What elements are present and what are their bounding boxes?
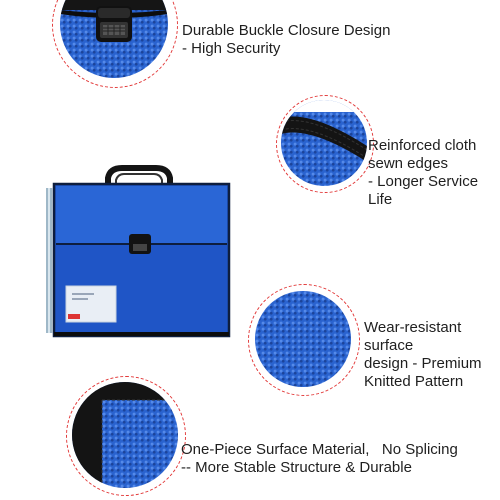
corner-closeup [72,382,178,488]
corner-edge-icon [72,382,178,488]
feature-1-title: Durable Buckle Closure Design [182,22,391,39]
buckle-icon [60,0,168,42]
feature-4-detail: -- More Stable Structure & Durable [181,459,412,476]
stitched-edge-icon [281,100,367,162]
corner-closeup-ring [66,376,186,496]
expanding-file-folder-icon [46,165,231,338]
expanding-file-folder [38,148,243,348]
feature-2-title: Reinforced cloth sewn edges [368,137,477,172]
buckle-closeup [60,0,168,78]
edge-closeup [281,100,367,186]
texture-closeup [255,291,351,387]
feature-1-detail: - High Security [182,40,281,57]
feature-2-detail: - Longer Service Life [368,173,479,208]
texture-closeup-ring [248,284,360,396]
feature-4-title: One-Piece Surface Material, No Splicing [181,441,458,458]
feature-3-title: Wear-resistant surface design - Premium … [364,319,482,390]
edge-closeup-ring [276,95,374,193]
